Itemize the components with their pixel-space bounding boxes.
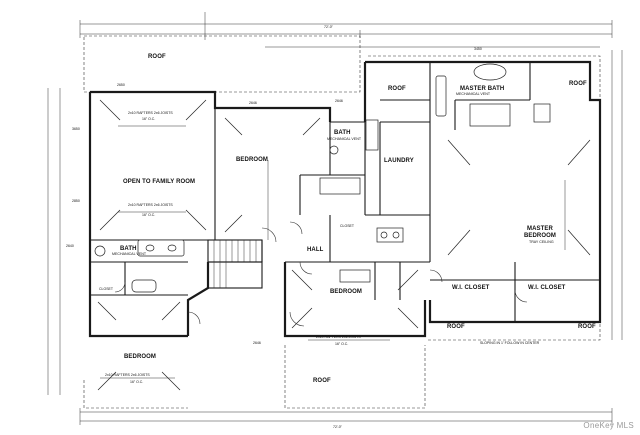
room-label-closet-2: CLOSET — [340, 224, 355, 228]
room-label-roof-lower-left: ROOF — [447, 324, 465, 330]
window-tag-7: 2646 — [253, 341, 261, 345]
room-label-bath-upper: BATH — [334, 130, 351, 136]
overall-dimension-top: 72'-0" — [324, 25, 333, 29]
door-swings — [114, 221, 528, 327]
room-label-bedroom-lower-left: BEDROOM — [124, 354, 157, 360]
watermark: OneKey MLS — [583, 421, 634, 430]
rafter-spacing-bedroom-center: 16" O.C. — [335, 342, 349, 346]
room-label-hall: HALL — [307, 247, 324, 253]
room-label-roof-mid: ROOF — [388, 86, 406, 92]
room-label-bedroom-upper: BEDROOM — [236, 157, 269, 163]
room-note-master-bedroom: TRAY CEILING — [529, 240, 554, 244]
room-label-wic-left: W.I. CLOSET — [452, 285, 490, 291]
tray-ceiling-note: SLOPING IN 1' FOLLOW IN CENTER — [480, 341, 540, 345]
room-note-bath-left: MECHANICAL VENT — [112, 252, 147, 256]
window-tag-6: 2646 — [335, 99, 343, 103]
window-tag-4: 2850 — [72, 199, 80, 203]
room-label-laundry: LAUNDRY — [384, 158, 414, 164]
dimension-lines — [47, 12, 623, 425]
rafter-note-family-2: 2x10 RAFTERS 2x6 JOISTS — [128, 203, 173, 207]
room-label-roof-lower-right: ROOF — [578, 324, 596, 330]
room-note-bath-upper: MECHANICAL VENT — [327, 137, 362, 141]
rafter-note-bedroom-left: 2x10 RAFTERS 2x6 JOISTS — [105, 373, 150, 377]
staircase — [207, 239, 263, 289]
room-label-master-bath: MASTER BATH — [460, 86, 505, 92]
room-label-roof-top: ROOF — [148, 54, 166, 60]
window-tag-1: 2650 — [117, 83, 125, 87]
window-tag-5: 2640 — [66, 244, 74, 248]
rafter-spacing-family-1: 16" O.C. — [142, 117, 156, 121]
room-label-roof-right: ROOF — [569, 81, 587, 87]
rafter-note-bedroom-center: 2x10 RAFTERS 2x6 JOISTS — [316, 335, 361, 339]
window-tag-8: 3450 — [474, 47, 482, 51]
room-label-master-bedroom: MASTER BEDROOM — [523, 226, 557, 239]
room-label-bath-left: BATH — [120, 246, 137, 252]
window-tag-2: 2646 — [249, 101, 257, 105]
ceiling-hatching — [97, 99, 591, 391]
rafter-note-family-1: 2x10 RAFTERS 2x6 JOISTS — [128, 111, 173, 115]
overall-dimension-bottom: 72'-0" — [333, 425, 342, 429]
roof-outline — [83, 35, 601, 409]
rafter-spacing-family-2: 16" O.C. — [142, 213, 156, 217]
room-label-wic-right: W.I. CLOSET — [528, 285, 566, 291]
window-tag-3: 3650 — [72, 127, 80, 131]
rafter-spacing-bedroom-left: 16" O.C. — [130, 380, 144, 384]
room-label-bedroom-center: BEDROOM — [330, 289, 363, 295]
room-label-roof-bottom: ROOF — [313, 378, 331, 384]
rafter-arrows — [100, 125, 566, 379]
room-label-open-to-family-room: OPEN TO FAMILY ROOM — [123, 179, 196, 185]
room-note-master-bath: MECHANICAL VENT — [456, 92, 491, 96]
room-label-closet-1: CLOSET — [99, 287, 114, 291]
fixtures — [94, 63, 551, 293]
